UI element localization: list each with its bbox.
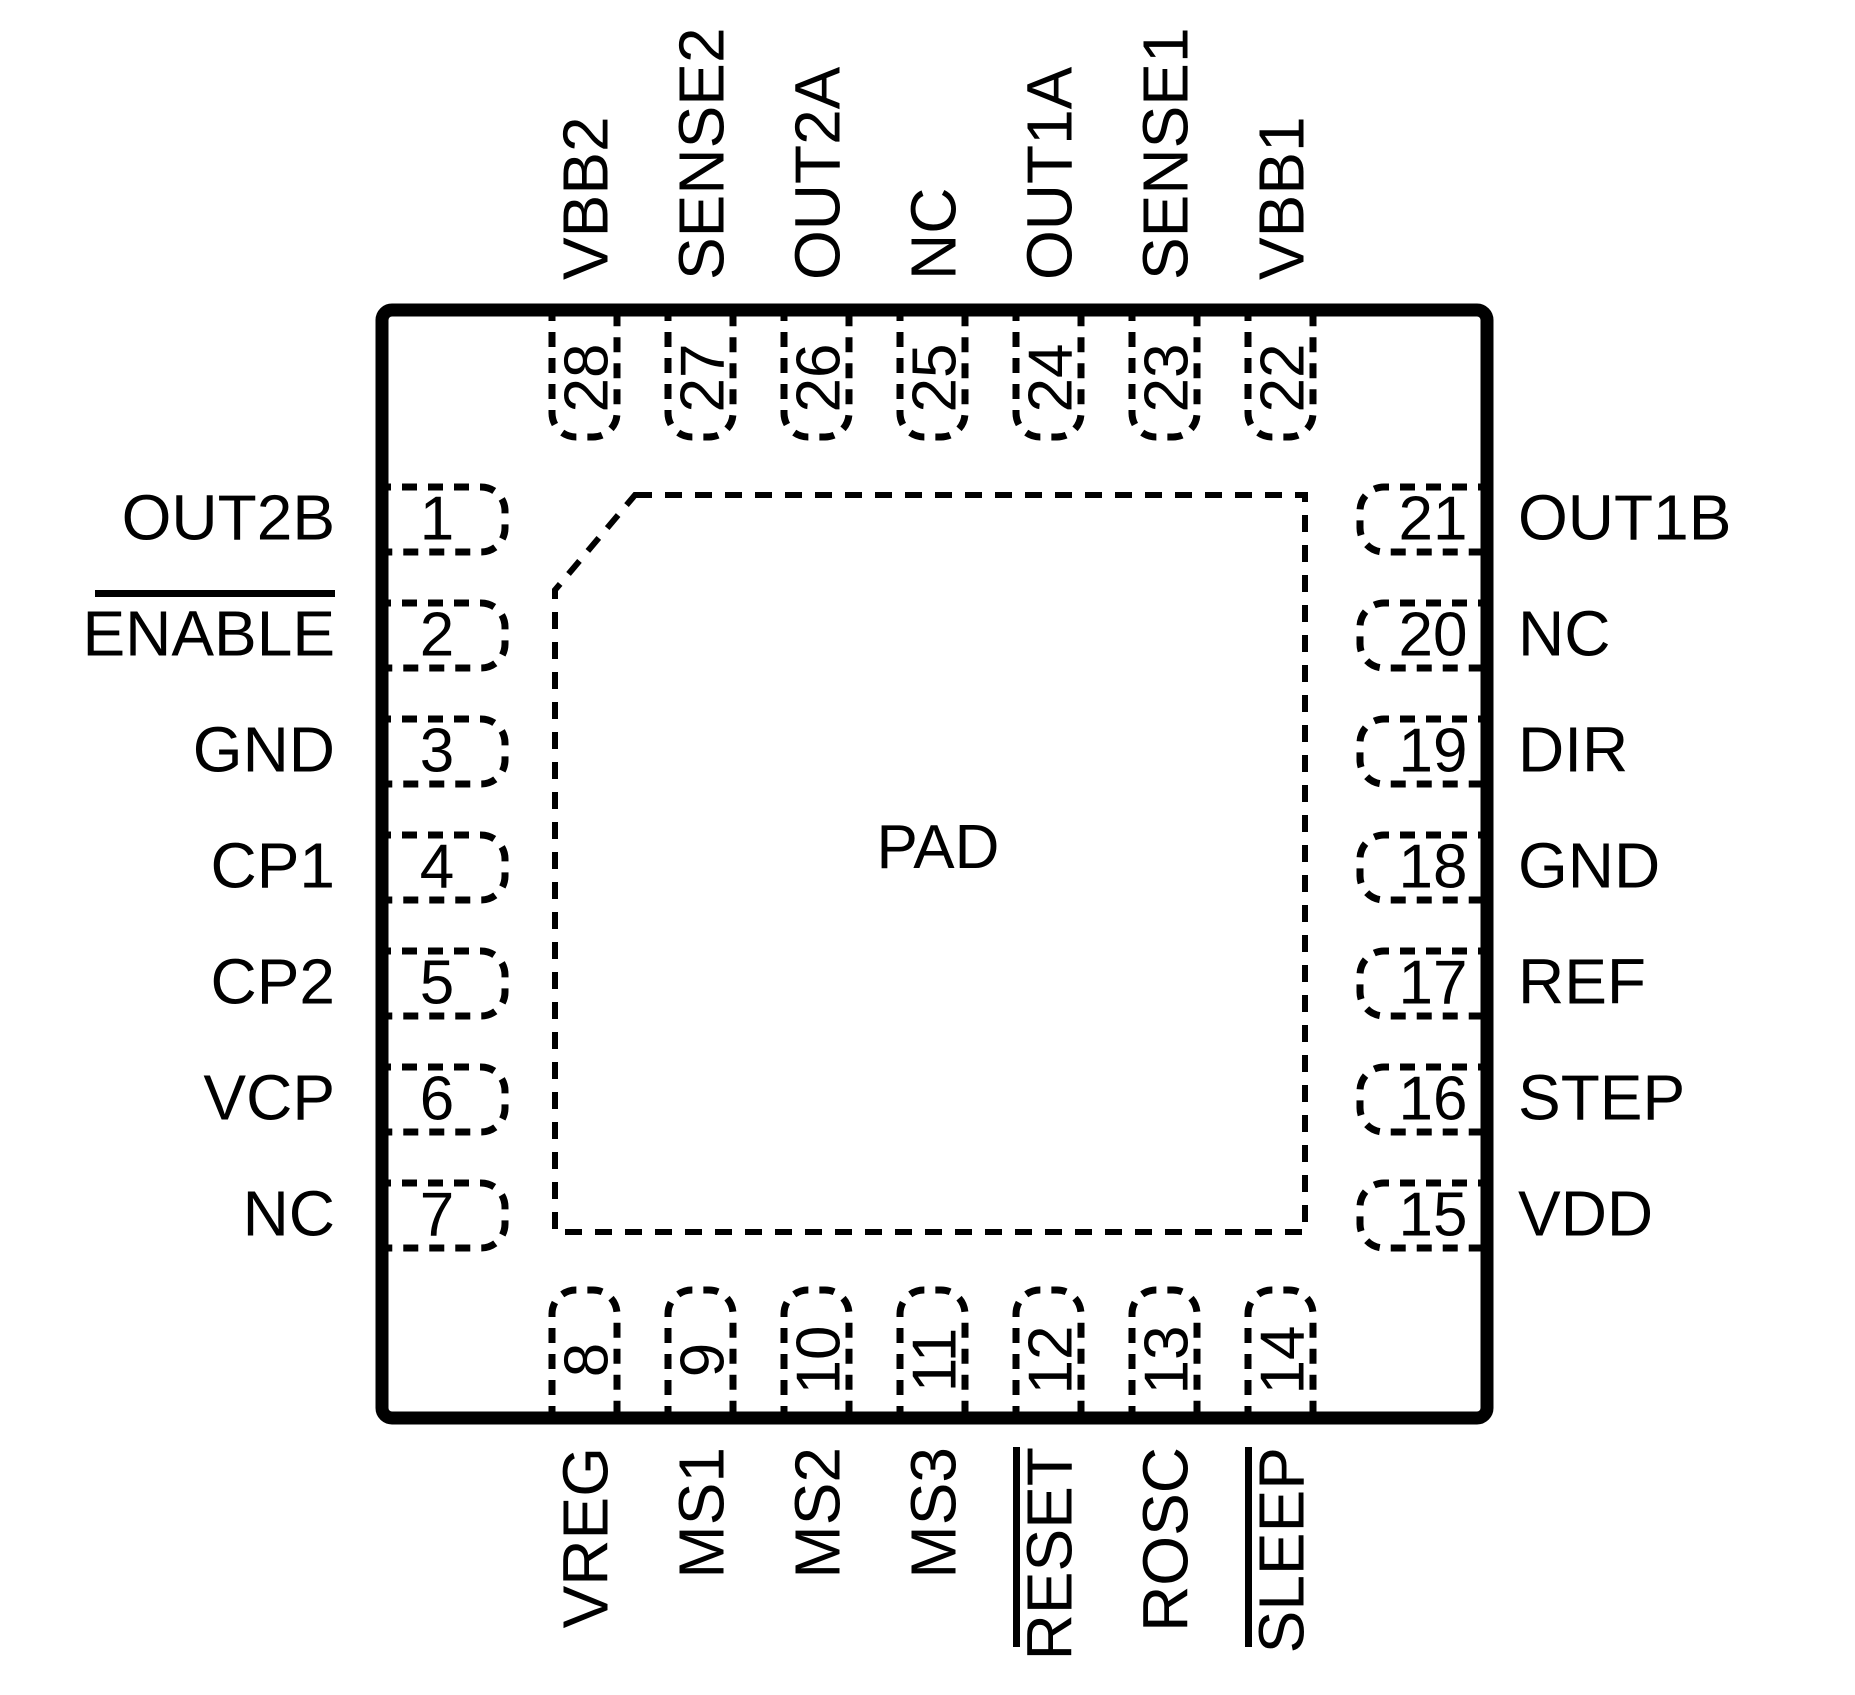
pin-26-outline [780, 306, 853, 441]
pin-12-outline [1012, 1286, 1085, 1421]
exposed-pad-label: PAD [877, 813, 1000, 882]
pin-10-number: 10 [785, 1326, 854, 1395]
pin-23-outline [1128, 306, 1201, 441]
pin-5-number: 5 [420, 949, 454, 1018]
pin-4-label: CP1 [211, 830, 336, 902]
pin-6-number: 6 [420, 1065, 454, 1134]
pin-28-outline [548, 306, 621, 441]
pin-27-number: 27 [669, 344, 738, 413]
pin-5-label: CP2 [211, 946, 336, 1018]
pin-3-outline [376, 715, 509, 788]
pin-20-outline [1356, 599, 1493, 672]
pin-10-outline [780, 1286, 853, 1421]
pin-22-outline [1244, 306, 1317, 441]
pin-2-label: ENABLE [82, 598, 335, 670]
pin-21-label: OUT1B [1518, 482, 1731, 554]
pin-16-outline [1356, 1063, 1493, 1136]
pin-20-number: 20 [1399, 601, 1468, 670]
pin-16-number: 16 [1399, 1065, 1468, 1134]
pin-12-number: 12 [1017, 1326, 1086, 1395]
pin-28-label: VBB2 [550, 116, 622, 280]
pin-27-outline [664, 306, 737, 441]
pin-9-label: MS1 [666, 1447, 738, 1579]
pin-14-outline [1244, 1286, 1317, 1421]
pin-25-label: NC [898, 188, 970, 280]
pin-19-outline [1356, 715, 1493, 788]
pin-20-label: NC [1518, 598, 1610, 670]
pin-18-label: GND [1518, 830, 1660, 902]
pin-3-number: 3 [420, 717, 454, 786]
pin-17-number: 17 [1399, 949, 1468, 1018]
pin-24-label: OUT1A [1014, 66, 1086, 280]
pin-3-label: GND [193, 714, 335, 786]
pin-28-number: 28 [553, 344, 622, 413]
pin-8-label: VREG [550, 1447, 622, 1628]
pin-26-number: 26 [785, 344, 854, 413]
pin-15-outline [1356, 1179, 1493, 1252]
pin-4-outline [376, 831, 509, 904]
pin-25-number: 25 [901, 344, 970, 413]
pin-27-label: SENSE2 [666, 27, 738, 280]
pin-13-label: ROSC [1130, 1447, 1202, 1632]
pin-14-label: SLEEP [1246, 1447, 1318, 1653]
pin-22-label: VBB1 [1246, 116, 1318, 280]
pin-22-number: 22 [1249, 344, 1318, 413]
pin-6-outline [376, 1063, 509, 1136]
pin-11-number: 11 [901, 1328, 970, 1392]
pin-7-number: 7 [420, 1181, 454, 1250]
pin-1-label: OUT2B [122, 482, 335, 554]
pin-15-label: VDD [1518, 1178, 1653, 1250]
pin-2-number: 2 [420, 601, 454, 670]
pin-4-number: 4 [420, 833, 454, 902]
pin-8-outline [548, 1286, 621, 1421]
pin-18-number: 18 [1399, 833, 1468, 902]
pin-17-outline [1356, 947, 1493, 1020]
pin-6-label: VCP [203, 1062, 335, 1134]
pin-7-label: NC [243, 1178, 335, 1250]
chip-body-outline [375, 303, 1494, 1425]
pin-21-outline [1356, 483, 1493, 556]
pin-12-label: RESET [1014, 1447, 1086, 1660]
pin-13-outline [1128, 1286, 1201, 1421]
pin-5-outline [376, 947, 509, 1020]
pin-8-number: 8 [553, 1343, 622, 1377]
pin-24-number: 24 [1017, 344, 1086, 413]
pin-11-label: MS3 [898, 1447, 970, 1579]
pin-9-outline [664, 1286, 737, 1421]
pin-23-label: SENSE1 [1130, 27, 1202, 280]
pin-19-label: DIR [1518, 714, 1628, 786]
pin-16-label: STEP [1518, 1062, 1685, 1134]
pin-26-label: OUT2A [782, 66, 854, 280]
pin-1-outline [376, 483, 509, 556]
pin-17-label: REF [1518, 946, 1646, 1018]
pin-9-number: 9 [669, 1343, 738, 1377]
pin-21-number: 21 [1399, 485, 1468, 554]
pin-19-number: 19 [1399, 717, 1468, 786]
pin-23-number: 23 [1133, 344, 1202, 413]
pin-2-outline [376, 599, 509, 672]
exposed-pad-outline [552, 492, 1308, 1235]
pin-24-outline [1012, 306, 1085, 441]
pin-18-outline [1356, 831, 1493, 904]
pin-10-label: MS2 [782, 1447, 854, 1579]
pin-14-number: 14 [1249, 1326, 1318, 1395]
pin-1-number: 1 [420, 485, 454, 554]
pin-11-outline [896, 1286, 969, 1421]
pin-25-outline [896, 306, 969, 441]
pin-7-outline [376, 1179, 509, 1252]
pin-15-number: 15 [1399, 1181, 1468, 1250]
pin-13-number: 13 [1133, 1326, 1202, 1395]
pins-layer: 28VBB227SENSE226OUT2A25NC24OUT1A23SENSE1… [82, 27, 1731, 1660]
